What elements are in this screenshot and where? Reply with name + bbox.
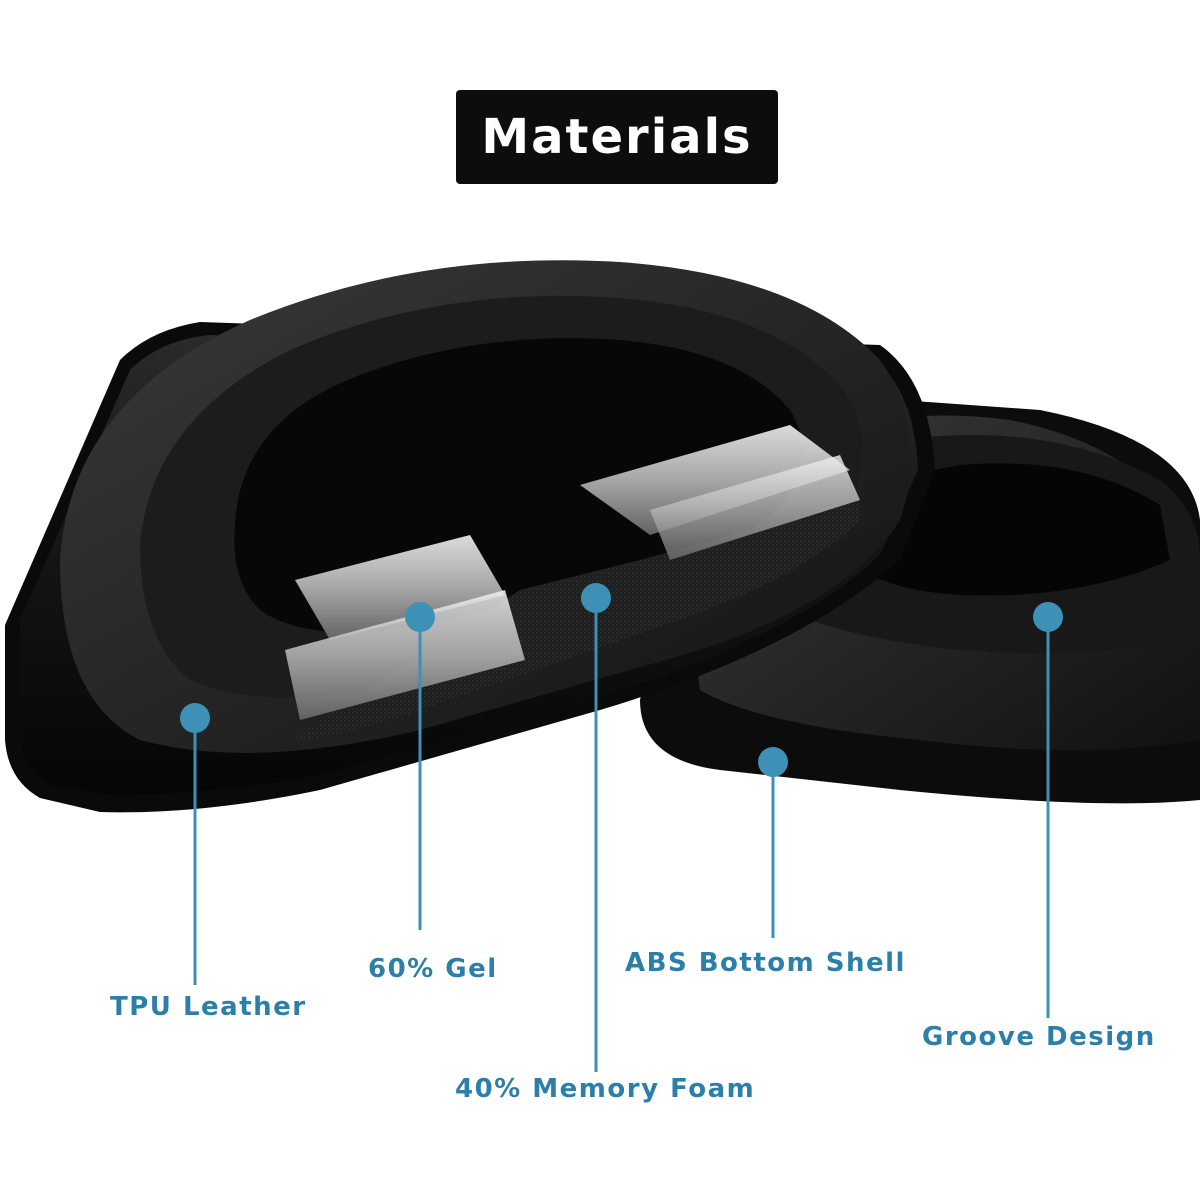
marker-dot bbox=[1033, 602, 1063, 632]
callout-groove bbox=[1033, 602, 1063, 1018]
marker-dot bbox=[581, 583, 611, 613]
marker-dot bbox=[405, 602, 435, 632]
callout-memory-foam bbox=[581, 583, 611, 1072]
label-gel: 60% Gel bbox=[368, 954, 498, 984]
label-tpu-leather: TPU Leather bbox=[110, 992, 307, 1022]
title-banner: Materials bbox=[456, 90, 778, 184]
page-title: Materials bbox=[481, 109, 753, 165]
label-groove: Groove Design bbox=[922, 1022, 1156, 1052]
marker-dot bbox=[758, 747, 788, 777]
callout-gel bbox=[405, 602, 435, 930]
callout-tpu-leather bbox=[180, 703, 210, 985]
marker-dot bbox=[180, 703, 210, 733]
callout-abs-shell bbox=[758, 747, 788, 938]
left-ear-pad bbox=[5, 260, 935, 813]
label-abs-shell: ABS Bottom Shell bbox=[625, 948, 906, 978]
label-memory-foam: 40% Memory Foam bbox=[455, 1074, 756, 1104]
